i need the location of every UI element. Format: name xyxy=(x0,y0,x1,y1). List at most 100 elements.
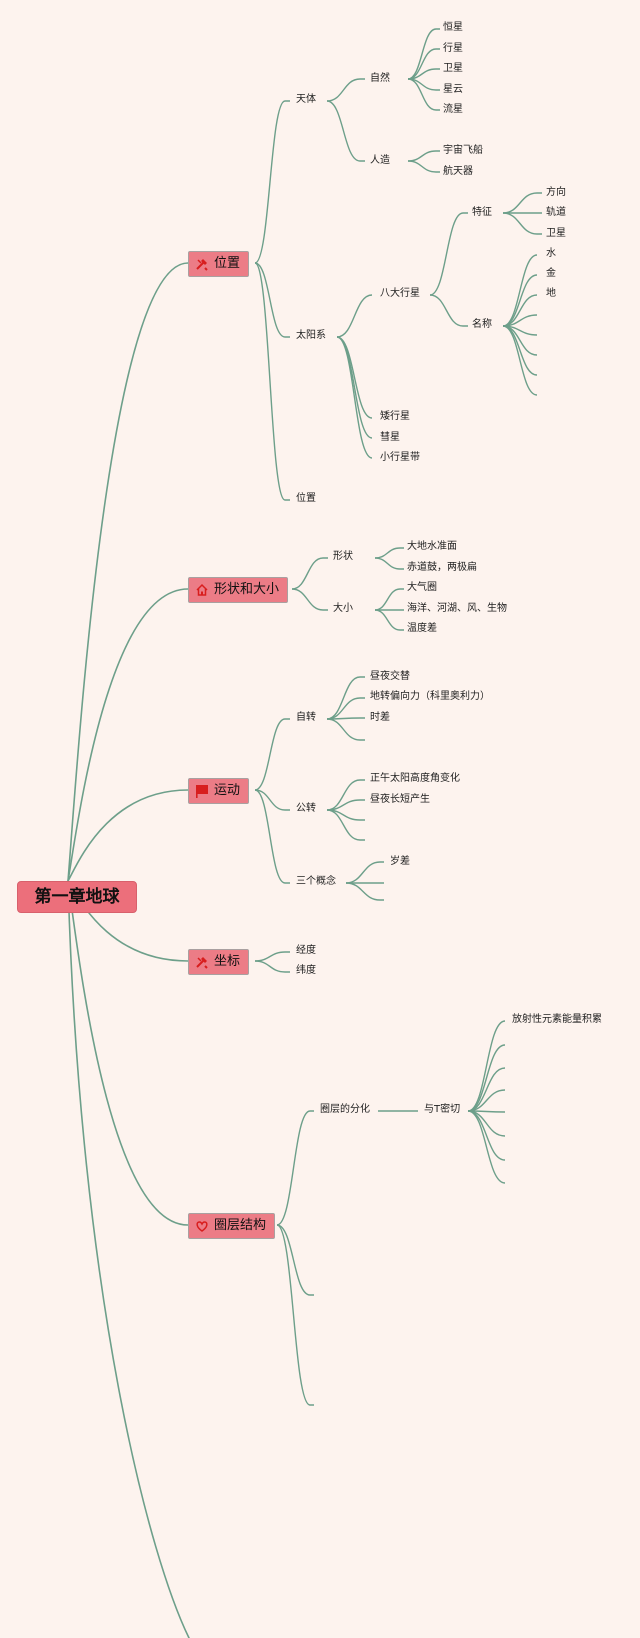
connector-line xyxy=(276,1224,314,1406)
node-renzao-item[interactable]: 航天器 xyxy=(443,166,473,177)
connector-line xyxy=(291,557,328,590)
node-renzao-item[interactable]: 宇宙飞船 xyxy=(443,145,483,156)
tools-icon xyxy=(195,257,209,271)
node-zizhuan[interactable]: 自转 xyxy=(296,712,316,723)
topic-position-label: 位置 xyxy=(214,256,241,271)
connector-line xyxy=(276,1224,314,1296)
connector-line xyxy=(254,960,290,973)
connector-line xyxy=(407,48,440,80)
connector-line xyxy=(407,28,440,80)
connector-line xyxy=(326,799,365,811)
node-ziran[interactable]: 自然 xyxy=(370,73,390,84)
node-xingzhuang[interactable]: 形状 xyxy=(333,551,353,562)
connector-line xyxy=(254,100,290,264)
connector-line xyxy=(467,1110,506,1137)
node-tezheng[interactable]: 特征 xyxy=(472,207,492,218)
node-gongzhuan[interactable]: 公转 xyxy=(296,803,316,814)
connector-line xyxy=(374,609,404,631)
connector-line xyxy=(254,262,290,501)
connector-line xyxy=(467,1110,506,1184)
node-fenhua[interactable]: 圈层的分化 xyxy=(320,1104,370,1115)
node-tianti[interactable]: 天体 xyxy=(296,94,316,105)
node-renzao[interactable]: 人造 xyxy=(370,155,390,166)
node-sange[interactable]: 三个概念 xyxy=(296,876,336,887)
connector-line xyxy=(407,160,440,173)
connector-line xyxy=(429,212,468,296)
connector-line xyxy=(67,262,189,882)
node-coord-item[interactable]: 纬度 xyxy=(296,965,316,976)
node-mingcheng-item[interactable]: 金 xyxy=(546,268,556,279)
topic-shape-label: 形状和大小 xyxy=(214,582,280,597)
node-gongzhuan-item[interactable]: 昼夜长短产生 xyxy=(370,794,430,805)
connector-line xyxy=(345,882,384,901)
node-coord-item[interactable]: 经度 xyxy=(296,945,316,956)
node-sange-item[interactable]: 岁差 xyxy=(390,856,410,867)
node-yu-t[interactable]: 与T密切 xyxy=(424,1104,461,1115)
node-mingcheng-item[interactable]: 水 xyxy=(546,248,556,259)
connector-line xyxy=(254,789,290,811)
node-tezheng-item[interactable]: 轨道 xyxy=(546,207,566,218)
connector-line xyxy=(326,697,365,720)
house-icon xyxy=(195,583,209,597)
root-node[interactable]: 第一章地球 xyxy=(17,881,137,913)
connector-line xyxy=(467,1067,506,1112)
node-daxiao-item[interactable]: 温度差 xyxy=(407,623,437,634)
connector-line xyxy=(67,880,189,1226)
node-daxiao-item[interactable]: 海洋、河湖、风、生物 xyxy=(407,603,507,614)
connector-line xyxy=(429,294,468,327)
node-zizhuan-item[interactable]: 时差 xyxy=(370,712,390,723)
topic-coords[interactable]: 坐标 xyxy=(188,949,250,975)
topic-layers-label: 圈层结构 xyxy=(214,1218,267,1233)
connector-line xyxy=(345,861,384,884)
topic-motion[interactable]: 运动 xyxy=(188,778,250,804)
connector-line xyxy=(502,325,538,396)
node-mingcheng-item[interactable]: 地 xyxy=(546,288,556,299)
topic-layers[interactable]: 圈层结构 xyxy=(188,1213,276,1239)
node-xingzhuang-item[interactable]: 大地水准面 xyxy=(407,541,457,552)
connector-line xyxy=(502,192,542,214)
topic-position[interactable]: 位置 xyxy=(188,251,250,277)
connector-line xyxy=(67,789,189,882)
node-ziran-item[interactable]: 流星 xyxy=(443,104,463,115)
connector-line xyxy=(326,78,365,102)
node-weizhi[interactable]: 位置 xyxy=(296,493,316,504)
connector-line xyxy=(67,880,190,1638)
connector-line xyxy=(254,951,290,962)
connector-line xyxy=(254,718,290,791)
node-zizhuan-item[interactable]: 地转偏向力（科里奥利力） xyxy=(370,691,490,702)
node-other-body[interactable]: 彗星 xyxy=(380,432,400,443)
connector-line xyxy=(502,274,538,327)
connector-line xyxy=(502,325,538,376)
connector-line xyxy=(336,336,373,459)
node-yu-t-item[interactable]: 放射性元素能量积累 xyxy=(512,1014,602,1025)
topic-shape[interactable]: 形状和大小 xyxy=(188,577,289,603)
node-ziran-item[interactable]: 卫星 xyxy=(443,63,463,74)
connector-line xyxy=(326,718,365,741)
connector-line xyxy=(326,809,365,841)
connector-line xyxy=(407,68,440,80)
node-bada[interactable]: 八大行星 xyxy=(380,288,420,299)
connector-line xyxy=(336,336,373,439)
node-mingcheng[interactable]: 名称 xyxy=(472,319,492,330)
topic-coords-label: 坐标 xyxy=(214,954,241,969)
node-daxiao[interactable]: 大小 xyxy=(333,603,353,614)
node-xingzhuang-item[interactable]: 赤道鼓，两极扁 xyxy=(407,562,477,573)
connector-line xyxy=(67,588,189,882)
connector-line xyxy=(502,212,542,235)
node-zizhuan-item[interactable]: 昼夜交替 xyxy=(370,671,410,682)
node-other-body[interactable]: 矮行星 xyxy=(380,411,410,422)
node-ziran-item[interactable]: 恒星 xyxy=(443,22,463,33)
node-taiyangxi[interactable]: 太阳系 xyxy=(296,330,326,341)
connector-line xyxy=(374,557,404,570)
connector-line xyxy=(291,588,328,611)
connector-line xyxy=(374,547,404,559)
node-ziran-item[interactable]: 星云 xyxy=(443,84,463,95)
connector-line xyxy=(254,789,290,884)
node-gongzhuan-item[interactable]: 正午太阳高度角变化 xyxy=(370,773,460,784)
node-daxiao-item[interactable]: 大气圈 xyxy=(407,582,437,593)
connector-line xyxy=(467,1020,506,1112)
node-ziran-item[interactable]: 行星 xyxy=(443,43,463,54)
node-other-body[interactable]: 小行星带 xyxy=(380,452,420,463)
node-tezheng-item[interactable]: 方向 xyxy=(546,187,566,198)
node-tezheng-item[interactable]: 卫星 xyxy=(546,228,566,239)
